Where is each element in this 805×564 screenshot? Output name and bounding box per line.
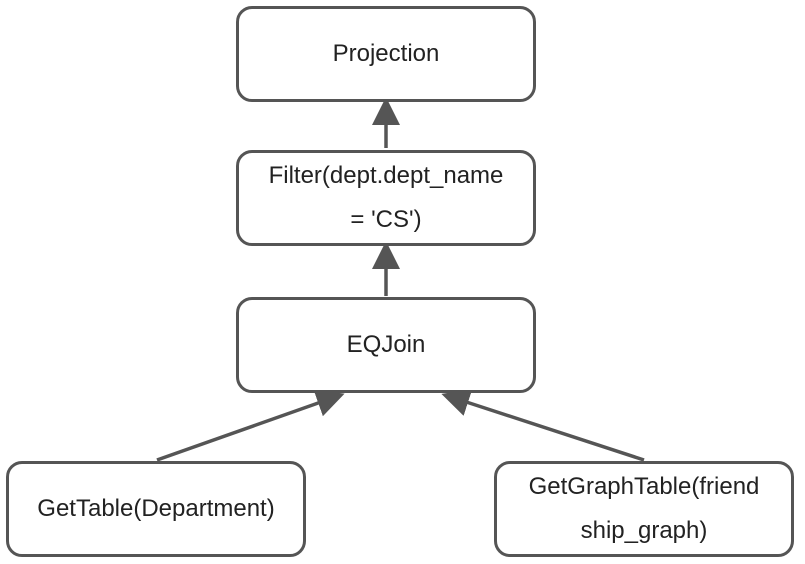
eqjoin-node: EQJoin xyxy=(236,297,536,393)
get-table-label: GetTable(Department) xyxy=(37,495,275,522)
eqjoin-label: EQJoin xyxy=(346,331,426,358)
get-graph-table-label-line-2: ship_graph) xyxy=(580,517,708,544)
filter-label-line-1: Filter(dept.dept_name xyxy=(268,162,504,189)
projection-label: Projection xyxy=(332,40,440,67)
edge-gettable-to-eqjoin xyxy=(156,389,345,462)
get-graph-table-node: GetGraphTable(friend ship_graph) xyxy=(494,461,794,557)
filter-label-line-2: = 'CS') xyxy=(350,206,422,233)
get-table-node: GetTable(Department) xyxy=(6,461,306,557)
filter-node: Filter(dept.dept_name = 'CS') xyxy=(236,150,536,246)
edge-getgraphtable-to-eqjoin xyxy=(441,389,645,462)
projection-node: Projection xyxy=(236,6,536,102)
get-graph-table-label-line-1: GetGraphTable(friend xyxy=(528,473,760,500)
